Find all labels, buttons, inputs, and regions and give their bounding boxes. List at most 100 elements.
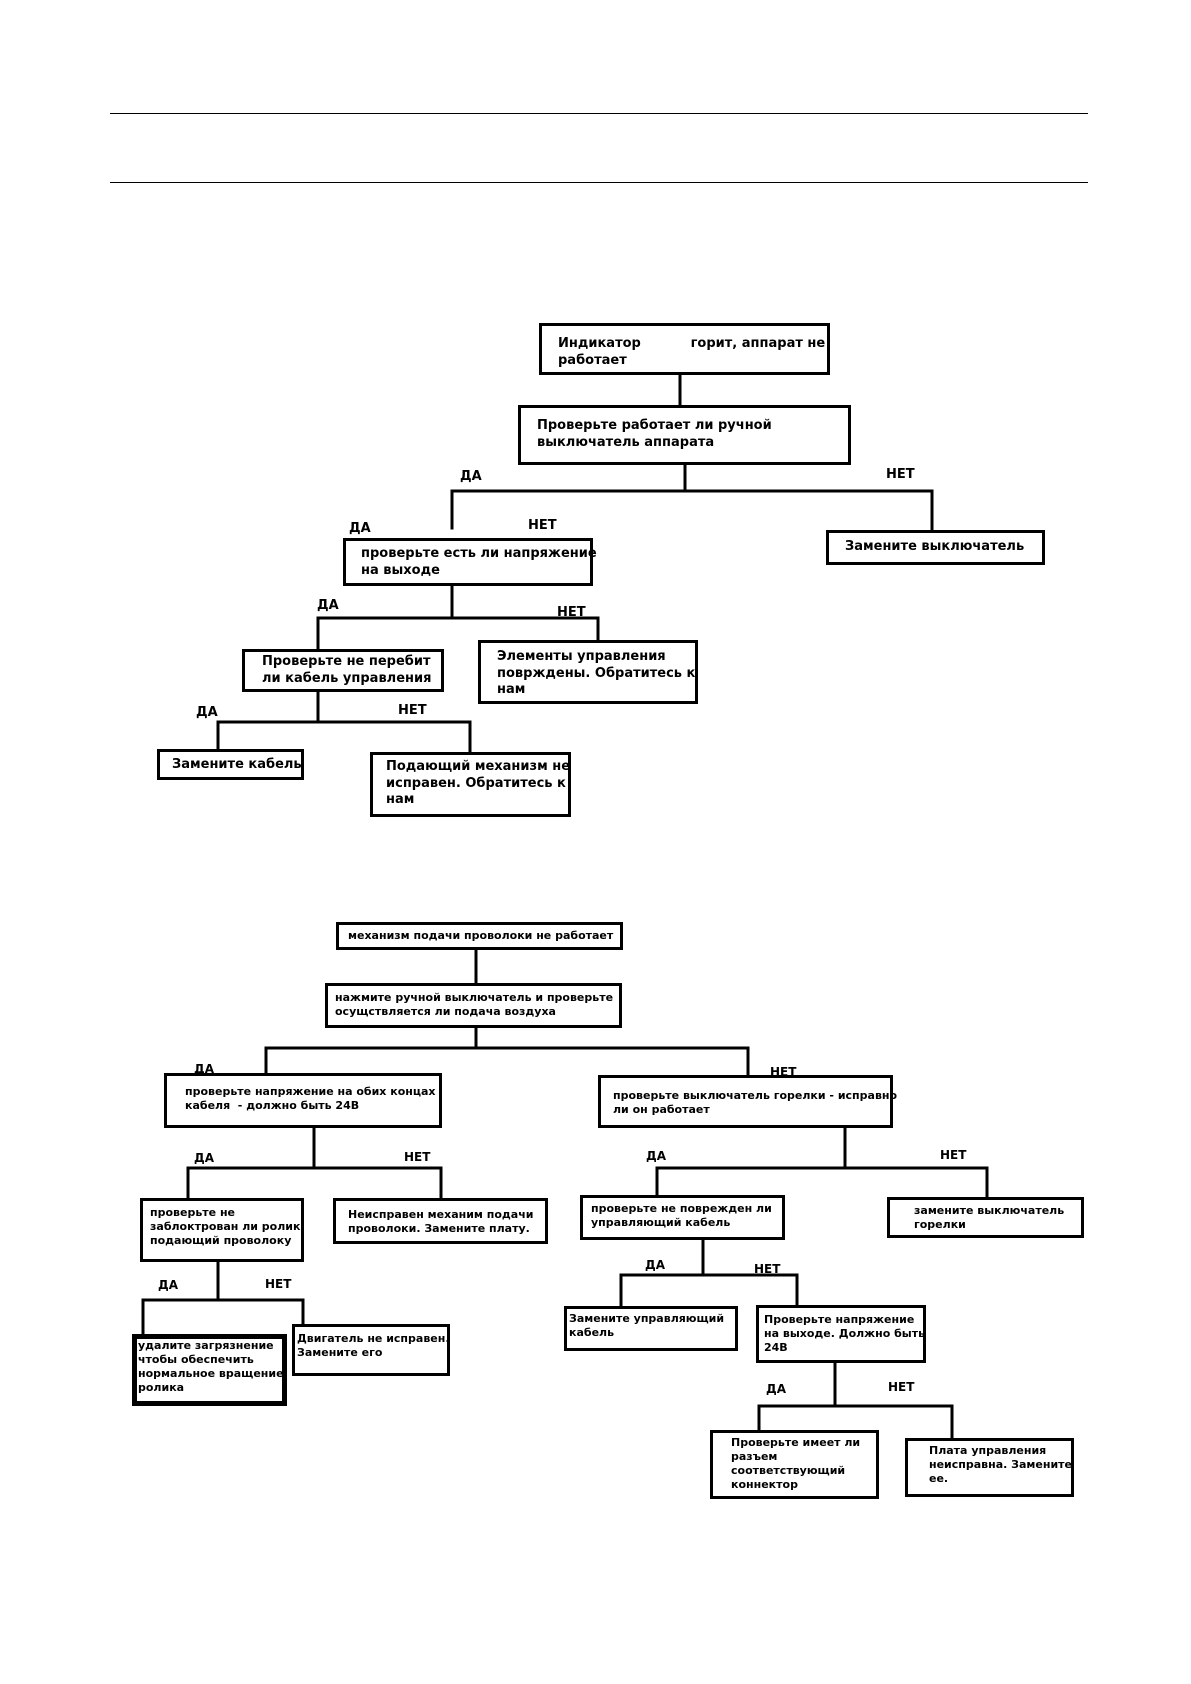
node-text-line: 24В xyxy=(764,1341,788,1355)
node-text-line: замените выключатель xyxy=(914,1204,1065,1217)
node-text-line: кабель xyxy=(569,1326,615,1340)
label-yes: ДА xyxy=(766,1382,786,1396)
wire-m7-split xyxy=(619,1238,799,1308)
node-text-line: механизм подачи проволоки не работает xyxy=(348,929,614,942)
node-text-line: неисправна. Замените xyxy=(929,1458,1073,1472)
label-no: НЕТ xyxy=(528,518,557,533)
wire-m12-split xyxy=(757,1361,954,1440)
label-no: НЕТ xyxy=(888,1380,915,1394)
label-yes: ДА xyxy=(196,705,218,720)
node-text-line: Проверьте напряжение xyxy=(764,1313,915,1326)
wire-m3-split xyxy=(186,1126,443,1200)
node-replace-cable: Замените кабель xyxy=(157,749,304,780)
node-text-line: на выходе xyxy=(361,562,440,578)
label-no: НЕТ xyxy=(886,467,915,482)
node-check-torch-switch: проверьте выключатель горелки - исправно… xyxy=(598,1075,898,1128)
node-text-line: заблоктрован ли ролик xyxy=(150,1220,301,1234)
node-text-line: на выходе. Должно быть xyxy=(764,1327,926,1341)
node-text-line: нажмите ручной выключатель и проверьте xyxy=(335,991,614,1004)
label-no: НЕТ xyxy=(557,605,586,620)
node-text-line: чтобы обеспечить xyxy=(138,1353,254,1367)
wire-n6-split xyxy=(216,690,472,754)
node-text-line: Замените его xyxy=(297,1346,383,1360)
node-text-line: коннектор xyxy=(731,1478,798,1492)
label-yes: ДА xyxy=(194,1062,214,1076)
node-text-line: Проверьте не перебит xyxy=(262,654,431,669)
node-text-line: Элементы управления xyxy=(497,649,666,664)
node-text-line: исправен. Обратитесь к xyxy=(386,775,566,791)
node-text-line: осущствляется ли подача воздуха xyxy=(335,1005,556,1019)
node-text-line: управляющий кабель xyxy=(591,1216,731,1230)
node-text-line: Двигатель не исправен. xyxy=(297,1332,450,1345)
node-text-line: Индикатор горит, аппарат не xyxy=(558,336,826,351)
node-text-line: выключатель аппарата xyxy=(537,434,715,450)
node-text-line: кабеля - должно быть 24В xyxy=(185,1099,360,1113)
header-rule-top xyxy=(110,113,1088,114)
label-yes: ДА xyxy=(349,521,371,536)
node-text-line: ролика xyxy=(138,1381,185,1395)
header-rule-bottom xyxy=(110,182,1088,183)
node-text-line: горелки xyxy=(914,1218,966,1232)
label-no: НЕТ xyxy=(770,1065,797,1079)
node-text-line: проверьте выключатель горелки - исправно xyxy=(613,1089,898,1102)
node-text-line: проверьте есть ли напряжение xyxy=(361,546,597,561)
wire-m2-split xyxy=(264,1026,750,1077)
node-text-line: проверьте напряжение на обих концах xyxy=(185,1085,436,1098)
label-no: НЕТ xyxy=(265,1277,292,1291)
node-text-line: соответствующий xyxy=(731,1464,846,1478)
node-text-line: Замените выключатель xyxy=(845,539,1025,554)
node-text-line: Проверьте работает ли ручной xyxy=(537,418,772,433)
node-text-line: Замените управляющий xyxy=(569,1312,725,1325)
label-no: НЕТ xyxy=(404,1150,431,1164)
node-replace-switch: Замените выключатель xyxy=(826,530,1045,565)
wire-n4-split xyxy=(316,584,600,651)
node-text-line: ли он работает xyxy=(613,1103,710,1117)
label-yes: ДА xyxy=(158,1278,178,1292)
node-text-line: нам xyxy=(497,682,526,698)
node-text-line: проволоки. Замените плату. xyxy=(348,1222,530,1236)
node-text-line: Неисправен механим подачи xyxy=(348,1208,534,1221)
node-text-line: поврждены. Обратитесь к xyxy=(497,665,696,681)
node-text-line: ее. xyxy=(929,1472,949,1486)
node-text-line: проверьте не xyxy=(150,1206,236,1219)
label-yes: ДА xyxy=(646,1149,666,1163)
node-text-line: Замените кабель xyxy=(172,757,302,772)
label-no: НЕТ xyxy=(754,1262,781,1276)
node-text-line: Подающий механизм не xyxy=(386,759,571,774)
node-text-line: Проверьте имеет ли xyxy=(731,1436,861,1449)
label-yes: ДА xyxy=(317,598,339,613)
node-wire-feeder-not-working: механизм подачи проволоки не работает xyxy=(336,922,623,950)
node-motor-faulty: Двигатель не исправен.Замените его xyxy=(292,1324,450,1376)
node-text-line: ли кабель управления xyxy=(262,670,432,686)
node-text-line: работает xyxy=(558,352,627,368)
node-text-line: нам xyxy=(386,792,415,808)
node-text-line: удалите загрязнение xyxy=(138,1339,274,1352)
label-yes: ДА xyxy=(645,1258,665,1272)
wire-m4-split xyxy=(655,1126,989,1199)
label-yes: ДА xyxy=(194,1151,214,1165)
node-text-line: Плата управления xyxy=(929,1444,1047,1457)
node-text-line: разъем xyxy=(731,1450,778,1464)
node-text-line: нормальное вращение xyxy=(138,1367,284,1381)
node-text-line: подающий проволоку xyxy=(150,1234,292,1248)
node-text-line: проверьте не поврежден ли xyxy=(591,1202,772,1215)
wire-m5-split xyxy=(141,1260,305,1336)
label-no: НЕТ xyxy=(940,1148,967,1162)
